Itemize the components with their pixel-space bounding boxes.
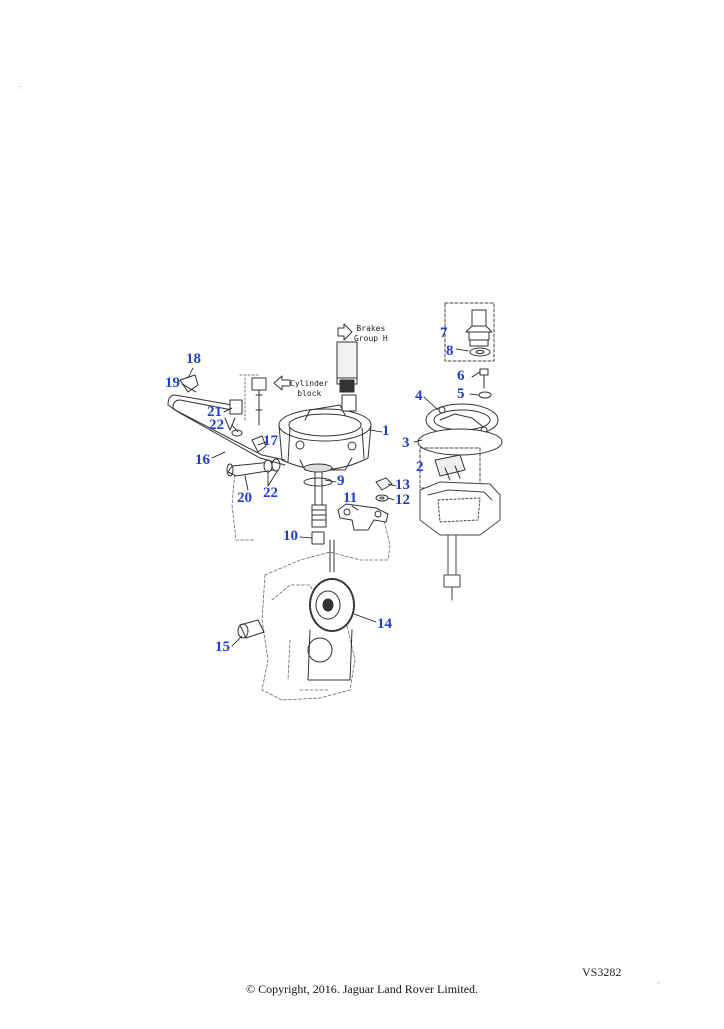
part-label-20: 20	[237, 490, 252, 506]
nut-washer-drawing	[375, 477, 393, 502]
diaphragm-drawing	[434, 454, 466, 481]
part-label-7: 7	[440, 325, 448, 341]
brakes-arrow-icon	[337, 323, 353, 341]
part-label-16: 16	[195, 452, 210, 468]
copyright-notice: © Copyright, 2016. Jaguar Land Rover Lim…	[245, 982, 479, 996]
diagram-reference-code: VS3282	[582, 965, 622, 979]
valve-kit-frame	[444, 302, 495, 362]
brakes-callout-line-2: Group H	[354, 334, 388, 343]
brakes-pipe-drawing	[336, 341, 358, 411]
cylinder-callout-line-2: block	[297, 389, 322, 398]
leader-lines	[181, 348, 481, 647]
bolt-drawing	[226, 458, 281, 477]
part-label-18: 18	[186, 351, 201, 367]
gear-drawing	[307, 578, 355, 681]
valve-drawing	[465, 309, 493, 357]
part-label-2: 2	[416, 459, 424, 475]
part-label-14: 14	[377, 616, 392, 632]
part-label-21: 21	[207, 404, 222, 420]
part-label-11: 11	[343, 490, 358, 506]
engine-block-outline	[231, 469, 391, 701]
brakes-callout-line-1: Brakes	[356, 324, 386, 333]
plug-drawing	[237, 619, 265, 639]
gasket-drawing	[417, 428, 503, 456]
bracket-drawing	[337, 503, 389, 531]
housing-drawing	[419, 481, 501, 601]
screw-drawing	[478, 368, 492, 399]
part-label-12: 12	[395, 492, 410, 508]
part-label-22-upper: 22	[209, 417, 224, 433]
part-label-4: 4	[415, 388, 423, 404]
cylinder-guide-line	[239, 374, 261, 421]
cylinder-arrow-icon	[273, 375, 291, 391]
part-label-13: 13	[395, 477, 410, 493]
part-label-15: 15	[215, 639, 230, 655]
cylinder-callout-line-1: Cylinder	[290, 379, 329, 388]
part-label-10: 10	[283, 528, 298, 544]
vacuum-hose-drawing	[167, 374, 286, 466]
part-label-8: 8	[446, 343, 454, 359]
part-label-5: 5	[457, 386, 465, 402]
drive-shaft-drawing	[303, 471, 335, 573]
part-label-9: 9	[337, 473, 345, 489]
corner-mark-top-left	[18, 86, 22, 90]
part-label-19: 19	[165, 375, 180, 391]
cylinder-callout: Cylinder block	[290, 379, 329, 399]
brakes-callout: Brakes Group H	[354, 324, 388, 344]
part-label-17: 17	[263, 433, 278, 449]
part-label-3: 3	[402, 435, 410, 451]
vacuum-pump-drawing	[278, 394, 372, 473]
part-label-1: 1	[382, 423, 390, 439]
part-label-22-lower: 22	[263, 485, 278, 501]
fitting-drawing	[251, 377, 267, 426]
part-label-6: 6	[457, 368, 465, 384]
